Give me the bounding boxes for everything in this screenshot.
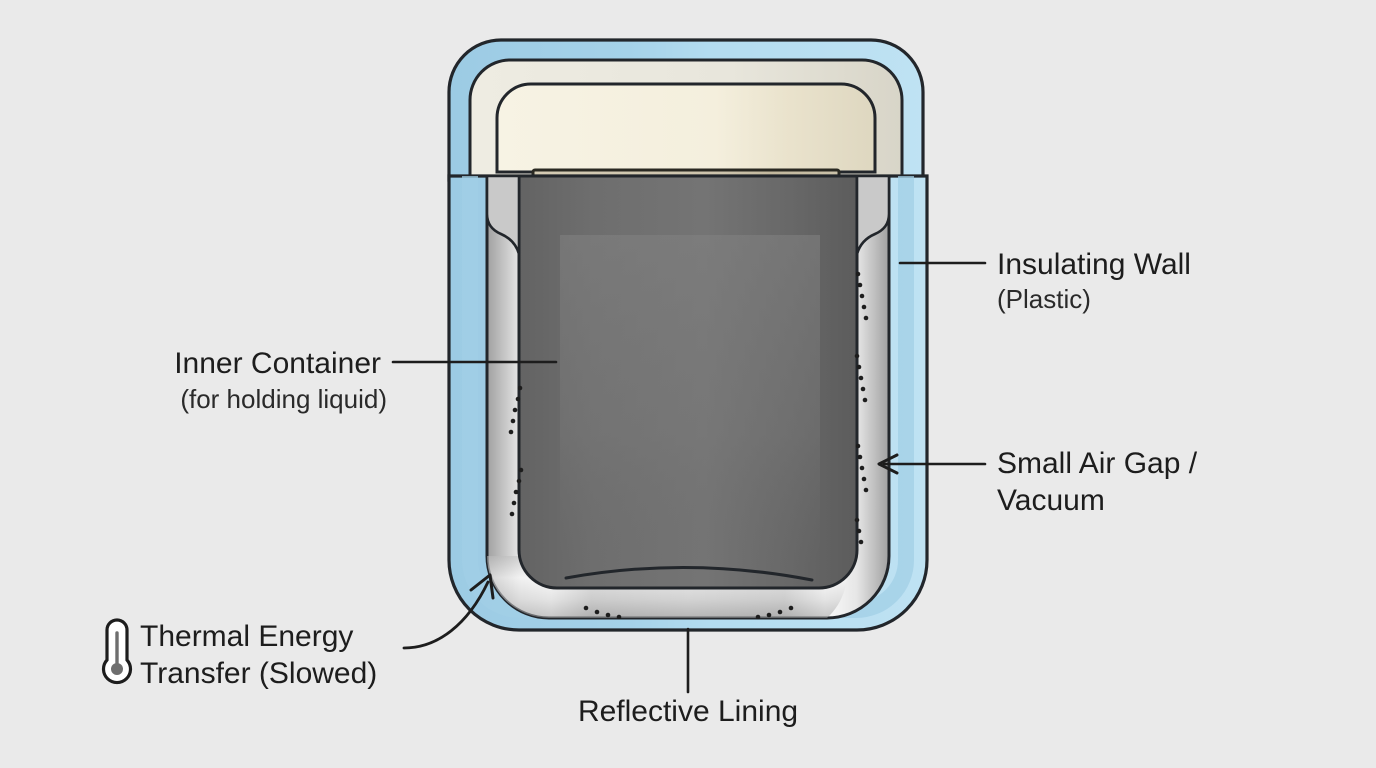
label-insulating-wall-line2: (Plastic) [997,284,1091,314]
vacuum-dots-left [508,385,524,517]
flask-body [447,174,929,632]
inner-container-sheen [560,235,820,568]
thermometer-bulb [111,663,123,675]
leader-thermal-energy [402,580,490,650]
label-insulating-wall-line1: Insulating Wall [997,248,1191,281]
inner-container-base-arc [564,566,814,582]
arrowhead-thermal-energy [469,573,495,600]
label-small-air-gap-line1: Small Air Gap / [997,447,1198,480]
thermometer-icon [101,618,133,685]
label-thermal-energy-line1: Thermal Energy [140,620,353,653]
neck-notch-left [485,174,521,255]
leader-lines [391,261,987,694]
vacuum-dots-bottom [583,605,794,620]
vacuum-dots-right [854,271,869,545]
arrowhead-air-gap [877,453,899,475]
label-reflective-lining: Reflective Lining [578,695,798,728]
cap-cream-stopper [495,82,877,174]
label-small-air-gap-line2: Vacuum [997,484,1105,517]
label-inner-container-line2: (for holding liquid) [180,384,387,414]
neck-notch-right [855,174,891,255]
label-inner-container-line1: Inner Container [174,347,381,380]
labels-group: Insulating Wall (Plastic) Small Air Gap … [140,248,1198,728]
label-thermal-energy-line2: Transfer (Slowed) [140,657,377,690]
